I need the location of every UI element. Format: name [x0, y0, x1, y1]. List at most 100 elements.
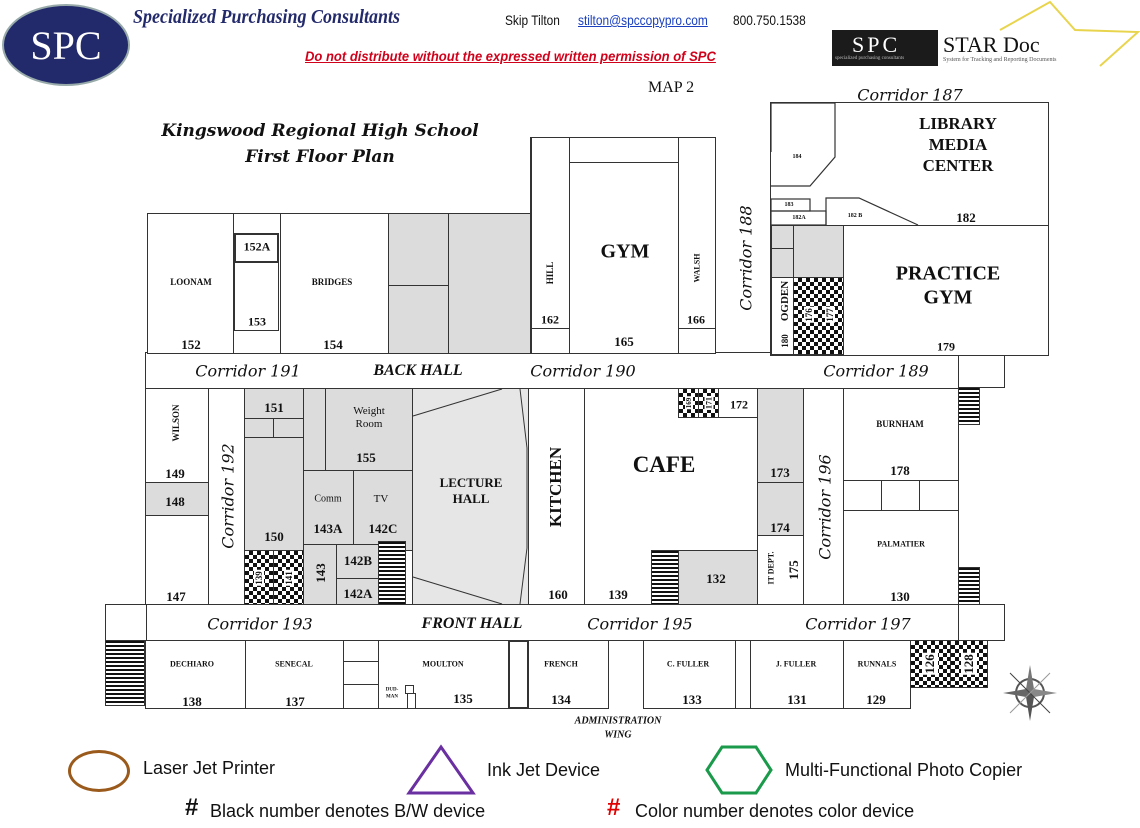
room-166-number: 166	[687, 312, 705, 327]
laser-jet-circle-icon	[68, 750, 130, 792]
room-moulton	[378, 640, 509, 709]
legend-bw-label: Black number denotes B/W device	[210, 801, 486, 821]
room-143	[303, 544, 337, 605]
admin-wing-label-2: WING	[604, 729, 632, 741]
room-132	[678, 550, 758, 605]
room-gray	[771, 248, 794, 278]
room-135-number: 135	[453, 691, 473, 706]
room-152a-number: 152A	[243, 239, 271, 254]
moulton-label: MOULTON	[422, 659, 464, 669]
front-hall-label: FRONT HALL	[421, 615, 523, 632]
corridor-191-label: Corridor 191	[195, 361, 301, 381]
weight-room-label-1: Weight	[353, 405, 385, 417]
dudman-label-2: MAN	[386, 694, 398, 700]
room-131-number: 131	[787, 692, 807, 707]
runnals-label: RUNNALS	[857, 659, 897, 669]
room-burnham	[843, 388, 959, 481]
room-175-number: 175	[786, 560, 801, 580]
room-174-number: 174	[770, 520, 790, 535]
room-183-number: 183	[784, 202, 794, 208]
ink-jet-triangle-icon	[406, 744, 476, 795]
room-wilson	[145, 388, 209, 483]
room-143a-number: 143A	[313, 521, 343, 536]
room-comm-143a	[303, 470, 354, 551]
corridor-188-label: Corridor 188	[736, 205, 756, 311]
corridor-190-label: Corridor 190	[530, 361, 636, 381]
room-j-fuller	[750, 640, 844, 709]
room-lecture-hall	[412, 388, 529, 605]
practice-gym-label-2: GYM	[923, 286, 973, 309]
room-162-number: 162	[541, 312, 559, 327]
it-dept-label: IT DEPT.	[766, 551, 776, 585]
room-it-dept-175	[757, 535, 804, 605]
ogden-label: OGDEN	[779, 280, 791, 322]
room-senecal	[245, 640, 344, 709]
room-142c-number: 142C	[368, 521, 398, 536]
room-182-number: 182	[956, 210, 976, 225]
admin-wing-label-1: ADMINISTRATION	[574, 715, 662, 727]
french-label: FRENCH	[544, 659, 578, 669]
legend-laser-label: Laser Jet Printer	[143, 758, 276, 778]
gym-label: GYM	[600, 240, 650, 263]
room-walsh	[678, 137, 716, 329]
compass-rose-icon	[1003, 665, 1057, 721]
room-148	[145, 482, 209, 516]
palmatier-label: PALMATIER	[877, 539, 925, 549]
room-132-number: 132	[706, 571, 726, 586]
stairs	[651, 550, 679, 605]
room-walsh-box	[678, 328, 716, 354]
room-loonam	[147, 213, 234, 354]
room-165-number: 165	[614, 334, 634, 349]
map-label: MAP 2	[648, 79, 695, 96]
room-library	[770, 102, 1049, 226]
room-184-number: 184	[792, 154, 802, 160]
corridor-189-label: Corridor 189	[823, 361, 929, 381]
room-small	[343, 684, 379, 709]
room-narrow	[735, 640, 751, 709]
room-150	[244, 437, 304, 551]
plan-title: Kingswood Regional High School	[161, 121, 479, 141]
corridor-187-label: Corridor 187	[857, 85, 963, 105]
contact-email-link[interactable]: stilton@spccopypro.com	[578, 12, 708, 28]
room-142a-number: 142A	[343, 586, 373, 601]
room-narrow	[508, 640, 529, 709]
practice-gym-label-1: PRACTICE	[895, 262, 1001, 285]
room-small	[343, 661, 379, 685]
stairs	[958, 387, 980, 425]
room-149-number: 149	[165, 466, 185, 481]
corridor-192-label: Corridor 192	[218, 443, 238, 549]
room-small	[881, 480, 920, 511]
room-147-number: 147	[166, 589, 186, 604]
room-179-number: 179	[937, 339, 955, 354]
dudman-label-1: DUD-	[385, 687, 399, 693]
room-128-number: 128	[961, 653, 977, 675]
room-180-number: 180	[780, 334, 790, 348]
lecture-hall-walls	[412, 388, 528, 605]
room-176-number: 176	[804, 307, 814, 323]
star-doc-logo-box: SPC specialized purchasing consultants	[832, 30, 938, 66]
room-153	[234, 262, 279, 331]
j-fuller-label: J. FULLER	[775, 659, 817, 669]
room-139-checker-number: 139	[254, 570, 264, 586]
room-134-number: 134	[551, 692, 571, 707]
room-dechiaro	[145, 640, 246, 709]
room-141-number: 141	[284, 570, 294, 586]
corridor-197-label: Corridor 197	[805, 614, 911, 634]
room-173	[757, 388, 804, 483]
room-126-number: 126	[922, 653, 938, 675]
lecture-hall-label-1: LECTURE	[439, 475, 503, 490]
star-outline-icon	[999, 0, 1140, 67]
room-gray	[448, 213, 531, 354]
c-fuller-label: C. FULLER	[666, 659, 710, 669]
room-129-number: 129	[866, 692, 886, 707]
room-runnals	[843, 640, 911, 709]
room-153-number: 153	[248, 314, 266, 329]
cafe-label: CAFE	[632, 452, 696, 477]
spc-logo: SPC	[2, 4, 130, 86]
room-182a-number: 182A	[792, 215, 806, 221]
room-152-number: 152	[181, 337, 201, 352]
room-154-number: 154	[323, 337, 343, 352]
color-hash-symbol: #	[607, 794, 621, 821]
lecture-hall-label-2: HALL	[452, 491, 490, 506]
